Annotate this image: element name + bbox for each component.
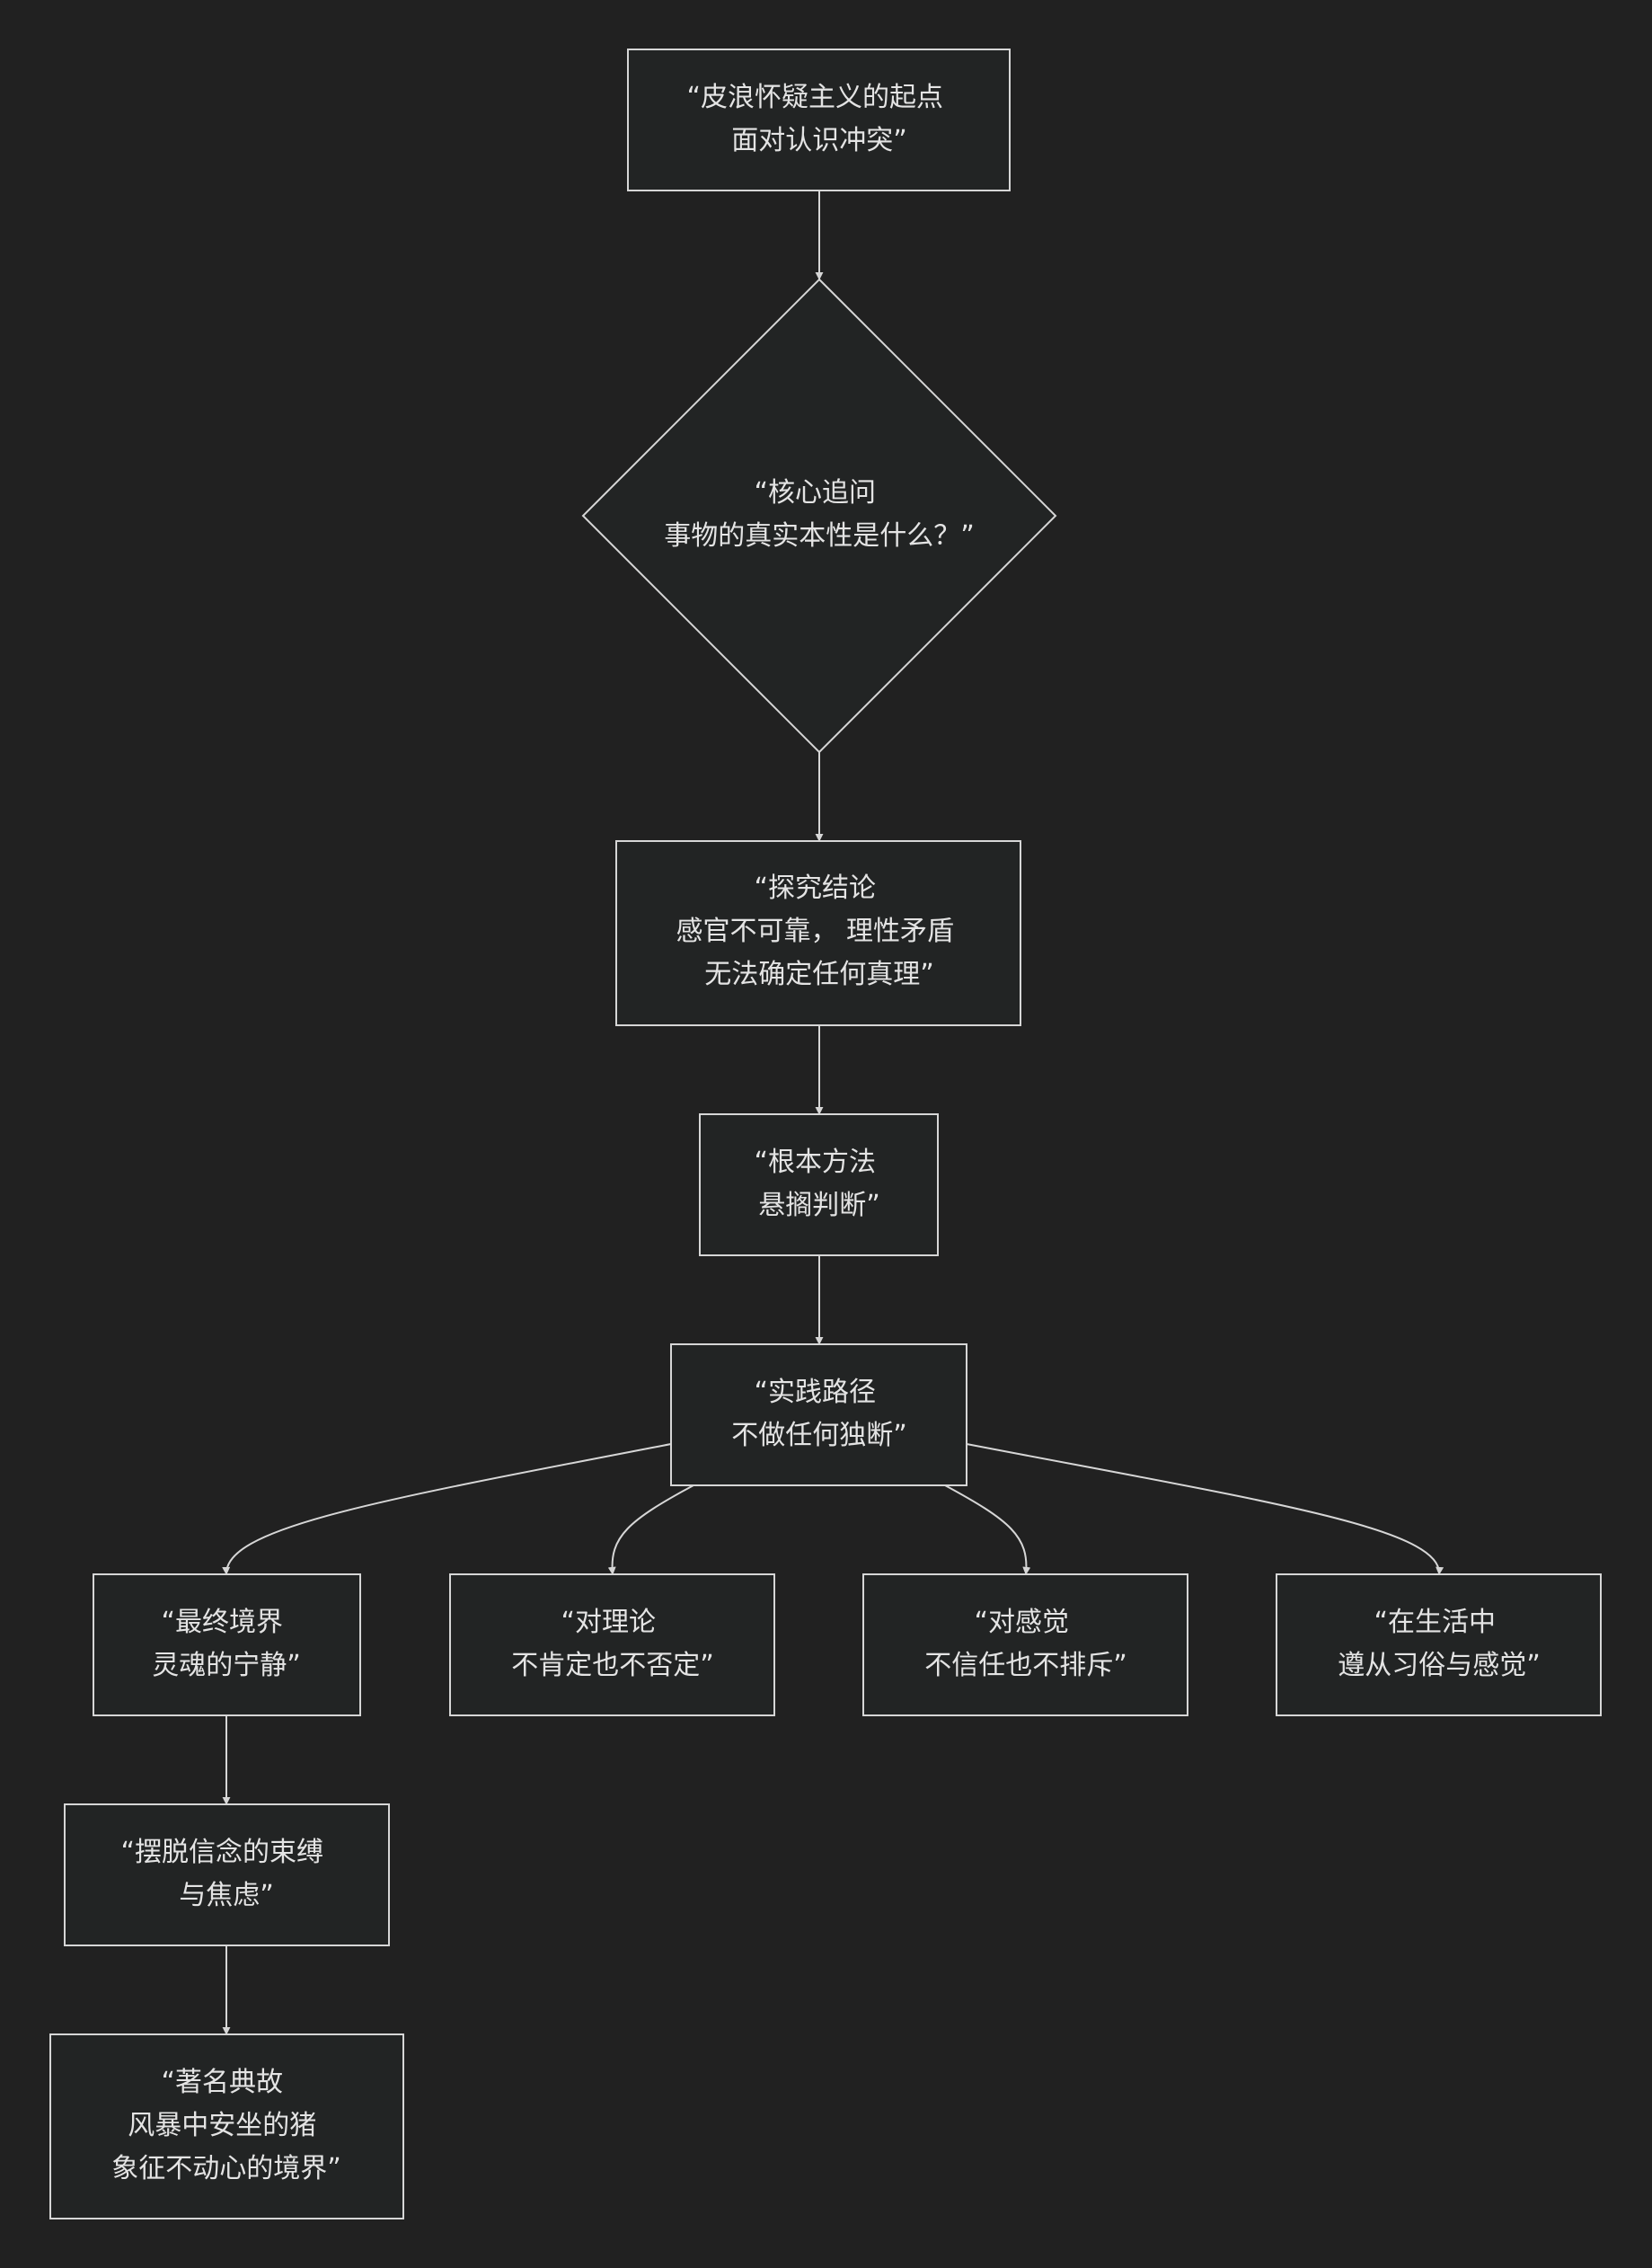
- node-freedom-line-1: “摆脱信念的束缚: [120, 1837, 323, 1868]
- node-conclusion-line-3: 无法确定任何真理”: [704, 959, 934, 990]
- node-story-line-1: “著名典故: [161, 2067, 283, 2098]
- node-ultimate: “最终境界 灵魂的宁静”: [93, 1573, 361, 1716]
- svg-text:“实践路径 不做任何独断”: “实践路径 不做任何独断”: [731, 1377, 907, 1451]
- node-theory: “对理论 不肯定也不否定”: [449, 1573, 775, 1716]
- node-start: “皮浪怀疑主义的起点 面对认识冲突”: [627, 49, 1011, 191]
- svg-text:“根本方法 悬搁判断”: “根本方法 悬搁判断”: [754, 1147, 884, 1221]
- node-freedom-line-2: 与焦虑”: [179, 1880, 274, 1911]
- node-life: “在生活中 遵从习俗与感觉”: [1276, 1573, 1602, 1716]
- node-life-line-2: 遵从习俗与感觉”: [1338, 1650, 1541, 1681]
- svg-text:“最终境界 灵魂的宁静”: “最终境界 灵魂的宁静”: [152, 1607, 301, 1681]
- edge-practice-life: [966, 1443, 1444, 1575]
- node-senses: “对感觉 不信任也不排斥”: [862, 1573, 1188, 1716]
- node-start-line-1: “皮浪怀疑主义的起点: [686, 82, 943, 113]
- node-method: “根本方法 悬搁判断”: [699, 1113, 939, 1256]
- svg-text:“摆脱信念的束缚 与焦虑”: “摆脱信念的束缚 与焦虑”: [120, 1837, 331, 1911]
- node-practice-line-2: 不做任何独断”: [731, 1420, 907, 1451]
- node-question-line-2: 事物的真实本性是什么？”: [664, 520, 975, 552]
- node-method-line-2: 悬搁判断”: [758, 1190, 880, 1221]
- node-story: “著名典故 风暴中安坐的猪 象征不动心的境界”: [49, 2033, 404, 2219]
- node-life-line-1: “在生活中: [1374, 1607, 1496, 1638]
- svg-text:“皮浪怀疑主义的起点 面对认识冲突”: “皮浪怀疑主义的起点 面对认识冲突”: [686, 82, 951, 156]
- node-ultimate-line-2: 灵魂的宁静”: [152, 1650, 301, 1681]
- node-theory-line-2: 不肯定也不否定”: [511, 1650, 714, 1681]
- node-practice-line-1: “实践路径: [754, 1377, 876, 1408]
- node-question: “核心追问 事物的真实本性是什么？”: [581, 278, 1057, 754]
- node-freedom: “摆脱信念的束缚 与焦虑”: [64, 1803, 390, 1946]
- node-conclusion-line-1: “探究结论: [754, 873, 876, 904]
- svg-text:“核心追问 事物的真实本性是什么？”: “核心追问 事物的真实本性是什么？”: [664, 477, 975, 552]
- node-practice: “实践路径 不做任何独断”: [670, 1343, 967, 1486]
- node-story-line-2: 风暴中安坐的猪: [128, 2110, 316, 2141]
- edge-practice-theory: [607, 1484, 694, 1575]
- node-question-line-1: “核心追问: [754, 477, 876, 509]
- edges: [222, 190, 1444, 2035]
- node-senses-line-2: 不信任也不排斥”: [924, 1650, 1127, 1681]
- svg-text:“对感觉 不信任也不排斥”: “对感觉 不信任也不排斥”: [924, 1607, 1127, 1681]
- edge-practice-senses: [944, 1484, 1031, 1575]
- svg-text:“对理论 不肯定也不否定”: “对理论 不肯定也不否定”: [511, 1607, 714, 1681]
- node-conclusion: “探究结论 感官不可靠， 理性矛盾 无法确定任何真理”: [615, 840, 1021, 1026]
- node-start-line-2: 面对认识冲突”: [731, 125, 907, 156]
- svg-text:“著名典故 风暴中安坐的猪 象征不动: “著名典故 风暴中安坐的猪 象征不动心的境界”: [111, 2067, 341, 2184]
- node-theory-line-1: “对理论: [561, 1607, 656, 1638]
- node-ultimate-line-1: “最终境界: [161, 1607, 283, 1638]
- edge-practice-ultimate: [222, 1443, 672, 1575]
- node-conclusion-line-2: 感官不可靠， 理性矛盾: [676, 916, 954, 947]
- svg-text:“在生活中 遵从习俗与感觉”: “在生活中 遵从习俗与感觉”: [1338, 1607, 1541, 1681]
- node-senses-line-1: “对感觉: [974, 1607, 1069, 1638]
- node-story-line-3: 象征不动心的境界”: [111, 2153, 341, 2184]
- svg-text:“探究结论 感官不可靠， 理性矛盾: “探究结论 感官不可靠， 理性矛盾 无法确定任何真理”: [676, 873, 962, 990]
- node-method-line-1: “根本方法: [754, 1147, 876, 1178]
